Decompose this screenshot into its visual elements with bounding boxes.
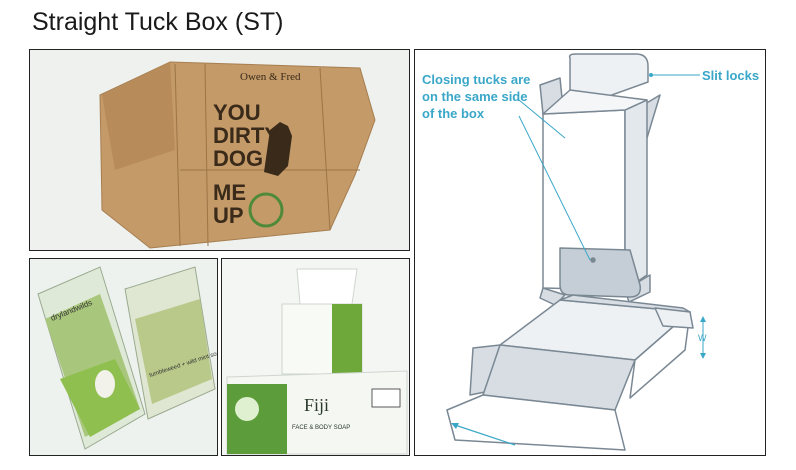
kraft-slogan-5: UP — [213, 203, 244, 228]
soap-brand-right: Fiji — [304, 395, 329, 415]
dimension-w-marker: W — [698, 316, 707, 359]
straight-tuck-diagram: W — [414, 49, 766, 456]
soap-product-right: FACE & BODY SOAP — [292, 425, 350, 431]
dimension-w-label: W — [698, 333, 707, 343]
direction-arrow-icon — [454, 424, 516, 446]
soap-logo-icon — [235, 397, 259, 421]
flat-box-diagram — [446, 294, 694, 451]
barcode-icon — [371, 388, 401, 408]
kraft-slogan-1: YOU — [213, 100, 261, 125]
upright-box-diagram — [539, 53, 661, 306]
callout-closing-tucks: Closing tucks are on the same side of th… — [422, 72, 531, 121]
callout-slit-locks: Slit locks — [702, 68, 760, 83]
kraft-slogan-4: ME — [213, 180, 246, 205]
photo-kraft-box: Owen & Fred YOU DIRTY DOG ME UP — [29, 49, 410, 251]
callout-line-bottom-tuck — [518, 115, 591, 261]
kraft-slogan-3: DOG — [213, 146, 263, 171]
photo-soap-boxes-left: drylandwilds tumbleweed + wild mint soap — [29, 258, 218, 456]
page-title: Straight Tuck Box (ST) — [32, 8, 284, 36]
kraft-brand: Owen & Fred — [240, 71, 301, 83]
photo-soap-boxes-right: Fiji FACE & BODY SOAP — [221, 258, 410, 456]
clock-icon — [248, 192, 284, 228]
rabbit-illustration-icon — [95, 370, 115, 398]
callout-line-top-tuck — [518, 99, 566, 139]
dog-illustration-icon — [264, 122, 292, 176]
